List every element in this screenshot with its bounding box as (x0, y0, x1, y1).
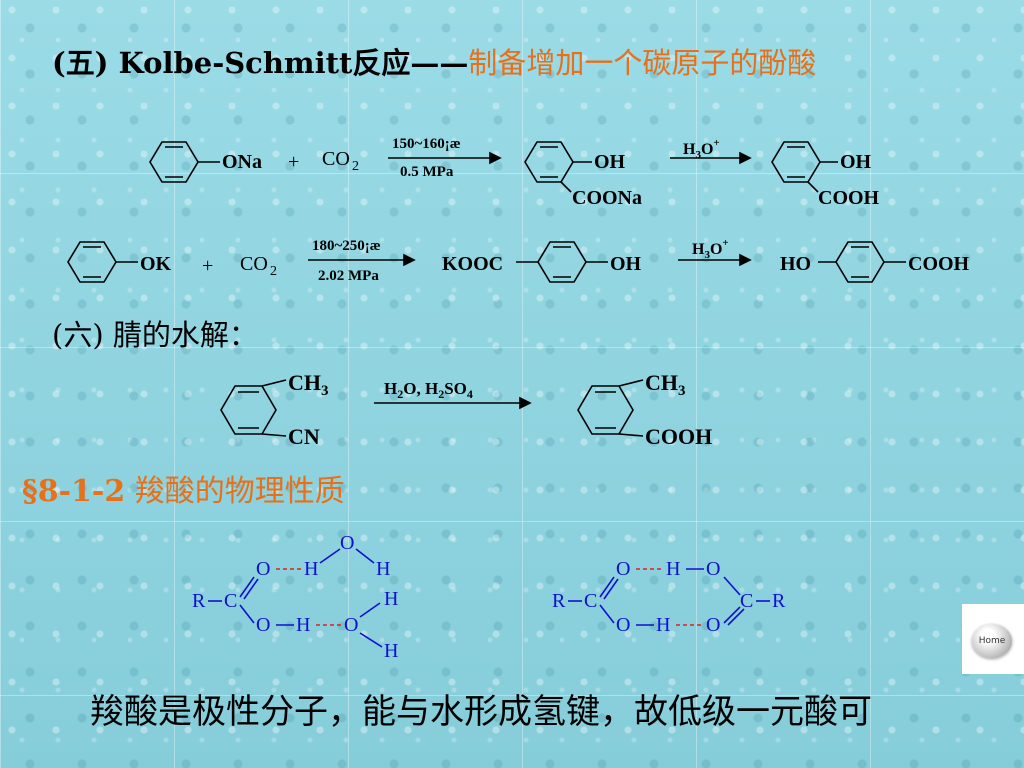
heading-nitrile-hydrolysis: (六) 腈的水解： (52, 312, 258, 354)
oxygen-label: O (256, 558, 270, 580)
benzene-ring (537, 241, 587, 283)
carbon-label: C (584, 590, 597, 612)
oxygen-label: O (616, 558, 630, 580)
oxygen-label: O (340, 532, 354, 554)
kooc-label: KOOC (442, 253, 503, 275)
hydrogen-label: H (376, 558, 390, 580)
oxygen-label: O (256, 614, 270, 636)
benzene-ring (577, 385, 634, 435)
co2-label: CO (322, 148, 350, 170)
methyl-label: CH3 (645, 370, 686, 399)
heading-kolbe-suffix: 制备增加一个碳原子的酚酸 (468, 46, 817, 80)
co2-label: CO (240, 253, 268, 275)
hydronium-label: H3O+ (683, 137, 720, 161)
cyano-label: CN (288, 424, 320, 449)
cooh-label: COOH (908, 253, 970, 275)
reaction-3-scheme: CH3 CN H2O, H2SO4 CH3 COOH (220, 370, 712, 449)
heading-kolbe-schmitt: (五) Kolbe-Schmitt反应——制备增加一个碳原子的酚酸 (52, 40, 816, 82)
sodium-phenoxide-label: ONa (222, 151, 262, 173)
benzene-ring (67, 241, 117, 283)
plus-sign: + (288, 151, 299, 173)
hydroxyl-label: OH (840, 151, 872, 173)
benzene-ring (771, 141, 821, 183)
r-group-label: R (772, 590, 786, 612)
oxygen-label: O (706, 614, 720, 636)
hydrolysis-conditions: H2O, H2SO4 (384, 379, 473, 401)
potassium-phenoxide-label: OK (140, 253, 172, 275)
oxygen-label: O (344, 614, 358, 636)
coona-label: COONa (572, 187, 642, 209)
bottom-text: 羧酸是极性分子，能与水形成氢键，故低级一元酸可 (90, 692, 872, 732)
hydrogen-label: H (384, 588, 398, 610)
co2-subscript: 2 (352, 159, 359, 174)
condition-temperature: 180~250¡æ (312, 238, 381, 254)
carbon-label: C (224, 590, 237, 612)
r-group-label: R (552, 590, 566, 612)
hydrogen-label: H (666, 558, 680, 580)
condition-pressure: 2.02 MPa (318, 268, 379, 284)
hydronium-label: H3O+ (692, 237, 729, 261)
reaction-2-scheme: OK + CO 2 180~250¡æ 2.02 MPa KOOC OH H3O… (67, 237, 970, 284)
cooh-label: COOH (818, 187, 880, 209)
benzene-ring (220, 385, 277, 435)
benzene-ring (149, 141, 199, 183)
heading-nitrile-text: (六) 腈的水解： (52, 318, 258, 352)
section-title: 羧酸的物理性质 (125, 474, 345, 509)
benzene-ring (835, 241, 885, 283)
section-number: §8-1-2 (22, 474, 126, 509)
co2-subscript: 2 (270, 264, 277, 279)
section-heading: §8-1-2 羧酸的物理性质 (22, 466, 345, 510)
ho-label: HO (780, 253, 811, 275)
hydrogen-label: H (304, 558, 318, 580)
heading-kolbe-prefix: (五) Kolbe-Schmitt反应—— (52, 46, 469, 80)
condition-temperature: 150~160¡æ (392, 136, 461, 152)
benzene-ring (524, 141, 574, 183)
methyl-label: CH3 (288, 370, 329, 399)
carbon-label: C (740, 590, 753, 612)
oxygen-label: O (706, 558, 720, 580)
hydrogen-label: H (296, 614, 310, 636)
hydroxyl-label: OH (594, 151, 626, 173)
oxygen-label: O (616, 614, 630, 636)
hydrogen-label: H (656, 614, 670, 636)
condition-pressure: 0.5 MPa (400, 164, 454, 180)
home-button[interactable]: Home (972, 624, 1012, 658)
hydroxyl-label: OH (610, 253, 642, 275)
plus-sign: + (202, 255, 213, 277)
cooh-label: COOH (645, 424, 712, 449)
r-group-label: R (192, 590, 206, 612)
reaction-1-scheme: ONa + CO 2 150~160¡æ 0.5 MPa OH COONa H3… (149, 136, 880, 209)
hydrogen-label: H (384, 640, 398, 662)
hydrogen-bond-diagrams: R C O H O H H O H O H R C O H O O H O C … (192, 532, 786, 662)
home-panel: Home (962, 604, 1024, 674)
